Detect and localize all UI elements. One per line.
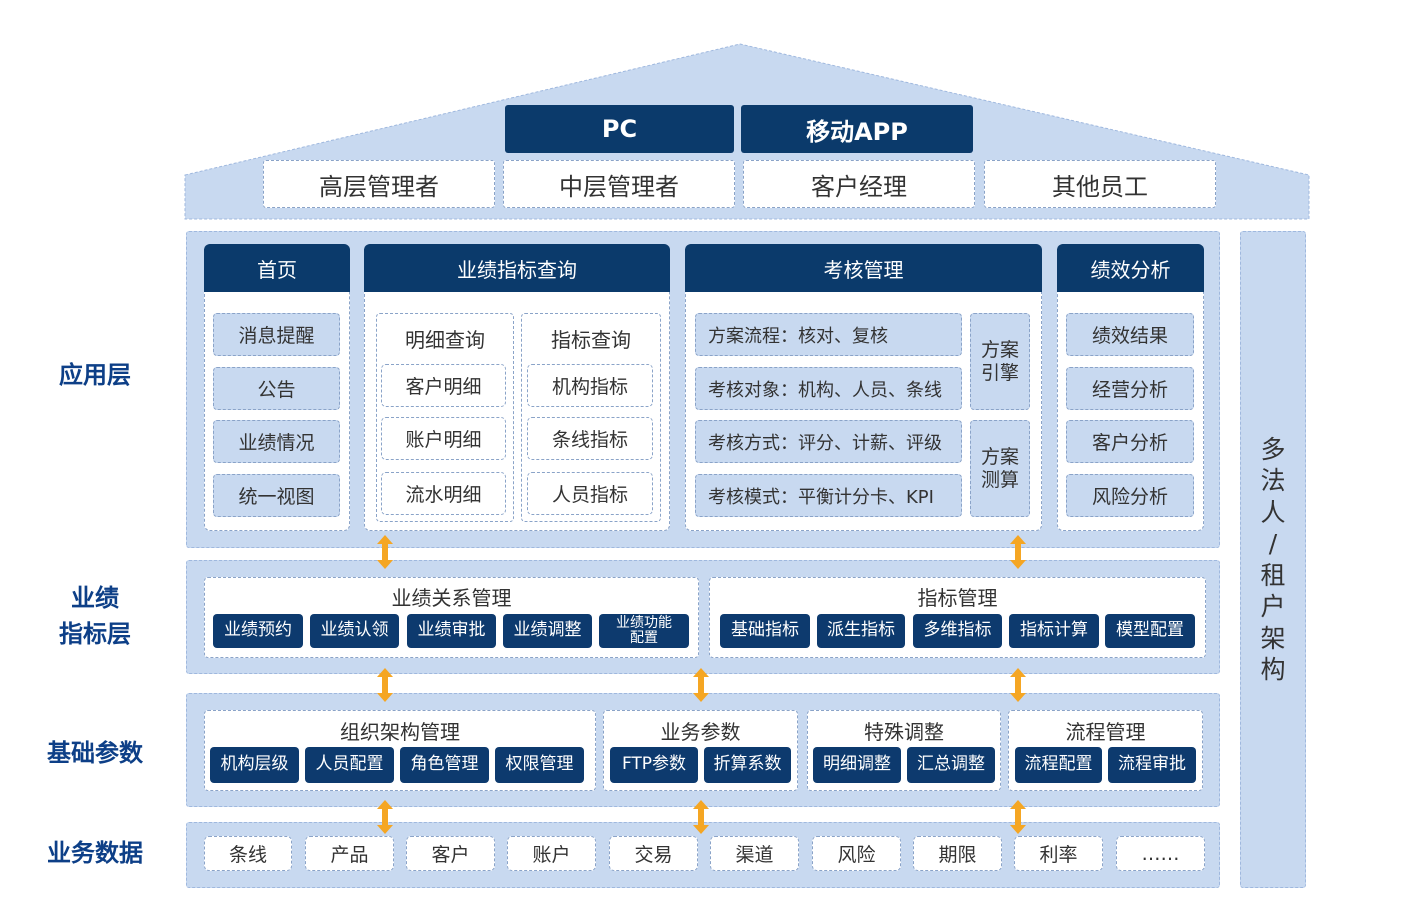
scheme-engine-box[interactable]: 方案 引擎 [970, 313, 1030, 410]
side-char: 架 [1260, 623, 1286, 653]
assess-title: 考核管理 [685, 244, 1042, 292]
data-item[interactable]: 客户 [406, 836, 495, 871]
double-arrow-icon [1010, 668, 1026, 702]
label-base-layer: 基础参数 [47, 739, 143, 767]
assess-item[interactable]: 方案流程：核对、复核 [695, 313, 962, 356]
detail-item[interactable]: 客户明细 [381, 364, 506, 407]
side-char: 租 [1260, 560, 1286, 590]
relation-item[interactable]: 业绩功能 配置 [599, 614, 689, 648]
label-perf-line1: 业绩 [71, 584, 119, 612]
special-adjust-item[interactable]: 明细调整 [813, 747, 901, 783]
side-char: 构 [1260, 655, 1286, 684]
home-item[interactable]: 统一视图 [213, 474, 340, 517]
label-perf-line2: 指标层 [59, 620, 131, 648]
channel-mobile-app: 移动APP [741, 105, 973, 153]
relation-title: 业绩关系管理 [391, 585, 512, 610]
indicator-item[interactable]: 人员指标 [527, 472, 653, 515]
home-item[interactable]: 消息提醒 [213, 313, 340, 356]
indicator-mgmt-item[interactable]: 模型配置 [1105, 614, 1195, 648]
special-adjust-title: 特殊调整 [864, 719, 944, 744]
double-arrow-icon [377, 535, 393, 569]
org-item[interactable]: 权限管理 [495, 747, 584, 783]
user-senior-manager: 高层管理者 [263, 160, 495, 208]
home-item[interactable]: 公告 [213, 367, 340, 410]
indicator-mgmt-item[interactable]: 多维指标 [913, 614, 1002, 648]
org-item[interactable]: 机构层级 [210, 747, 299, 783]
org-title: 组织架构管理 [340, 719, 460, 744]
data-item[interactable]: 条线 [204, 836, 292, 871]
double-arrow-icon [1010, 535, 1026, 569]
analysis-item[interactable]: 风险分析 [1066, 474, 1194, 517]
data-item[interactable]: 产品 [305, 836, 394, 871]
flow-mgmt-title: 流程管理 [1065, 719, 1146, 744]
user-account-manager: 客户经理 [743, 160, 975, 208]
indicator-item[interactable]: 机构指标 [527, 364, 653, 407]
side-char: 多 [1260, 434, 1286, 464]
data-item[interactable]: 利率 [1014, 836, 1103, 871]
home-item[interactable]: 业绩情况 [213, 420, 340, 463]
relation-item[interactable]: 业绩审批 [407, 614, 496, 648]
detail-query-title: 明细查询 [405, 327, 485, 352]
side-char: / [1268, 529, 1278, 558]
biz-param-item[interactable]: FTP参数 [610, 747, 698, 783]
data-item[interactable]: 渠道 [710, 836, 799, 871]
detail-item[interactable]: 流水明细 [381, 472, 506, 515]
indicator-mgmt-item[interactable]: 派生指标 [817, 614, 905, 648]
analysis-item[interactable]: 客户分析 [1066, 420, 1194, 463]
indicator-mgmt-item[interactable]: 基础指标 [720, 614, 810, 648]
label-app-layer: 应用层 [59, 361, 131, 389]
flow-mgmt-item[interactable]: 流程配置 [1015, 747, 1102, 783]
relation-item[interactable]: 业绩预约 [213, 614, 303, 648]
double-arrow-icon [1010, 800, 1026, 834]
indicator-mgmt-item[interactable]: 指标计算 [1009, 614, 1099, 648]
assess-item[interactable]: 考核对象：机构、人员、条线 [695, 367, 962, 410]
double-arrow-icon [377, 668, 393, 702]
org-item[interactable]: 人员配置 [305, 747, 394, 783]
flow-mgmt-item[interactable]: 流程审批 [1108, 747, 1196, 783]
label-data-layer: 业务数据 [47, 839, 143, 867]
assess-item[interactable]: 考核方式：评分、计薪、评级 [695, 420, 962, 463]
biz-param-item[interactable]: 折算系数 [704, 747, 791, 783]
data-item[interactable]: 期限 [913, 836, 1002, 871]
home-title: 首页 [204, 244, 350, 292]
analysis-item[interactable]: 绩效结果 [1066, 313, 1194, 356]
double-arrow-icon [377, 800, 393, 834]
detail-item[interactable]: 账户明细 [381, 417, 506, 460]
data-item[interactable]: 风险 [812, 836, 901, 871]
scheme-calc-box[interactable]: 方案 测算 [970, 420, 1030, 517]
indicator-mgmt-title: 指标管理 [917, 585, 998, 610]
double-arrow-icon [693, 800, 709, 834]
query-title: 业绩指标查询 [364, 244, 670, 292]
org-item[interactable]: 角色管理 [400, 747, 489, 783]
multi-tenant-sidebar: 多 法 人 / 租 户 架 构 [1240, 231, 1306, 888]
special-adjust-item[interactable]: 汇总调整 [907, 747, 995, 783]
relation-item[interactable]: 业绩认领 [310, 614, 399, 648]
assess-item[interactable]: 考核模式：平衡计分卡、KPI [695, 474, 962, 517]
user-middle-manager: 中层管理者 [503, 160, 735, 208]
double-arrow-icon [693, 668, 709, 702]
label-perf-layer: 业绩 指标层 [20, 578, 170, 654]
side-char: 户 [1260, 592, 1286, 621]
analysis-item[interactable]: 经营分析 [1066, 367, 1194, 410]
data-item[interactable]: …… [1116, 836, 1205, 871]
analysis-title: 绩效分析 [1057, 244, 1204, 292]
relation-item[interactable]: 业绩调整 [503, 614, 592, 648]
user-other-staff: 其他员工 [984, 160, 1216, 208]
data-item[interactable]: 账户 [507, 836, 596, 871]
channel-pc: PC [505, 105, 734, 153]
biz-param-title: 业务参数 [660, 719, 741, 744]
indicator-item[interactable]: 条线指标 [527, 417, 653, 460]
side-char: 人 [1260, 497, 1286, 527]
data-item[interactable]: 交易 [609, 836, 698, 871]
side-char: 法 [1260, 466, 1286, 495]
indicator-query-title: 指标查询 [551, 327, 631, 352]
